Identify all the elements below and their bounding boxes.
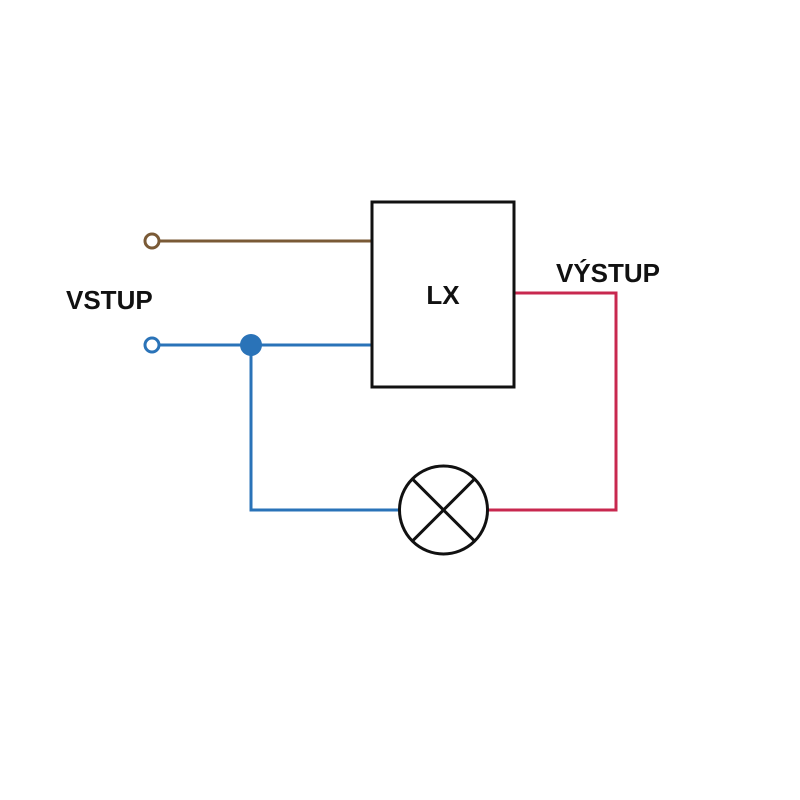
lamp-icon bbox=[398, 464, 489, 556]
input-label: VSTUP bbox=[66, 285, 153, 315]
blue-wire-to-lamp bbox=[249, 345, 399, 512]
output-label: VÝSTUP bbox=[556, 258, 660, 288]
blue-terminal bbox=[143, 336, 161, 354]
lx-box bbox=[370, 200, 516, 389]
device-label: LX bbox=[426, 280, 460, 310]
junction-dot bbox=[240, 334, 262, 356]
brown-terminal bbox=[143, 232, 161, 250]
red-output-wire bbox=[488, 291, 618, 512]
